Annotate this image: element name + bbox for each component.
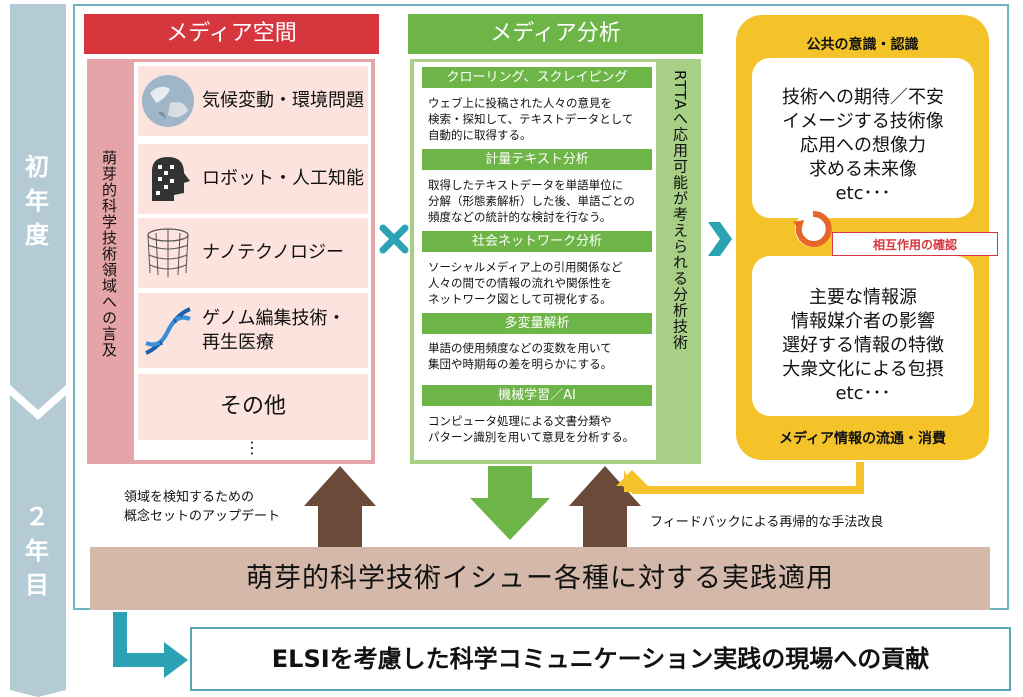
cycle-icon <box>793 210 832 247</box>
media-items-box <box>752 256 974 416</box>
topic-nano: ナノテクノロジー <box>138 218 368 288</box>
method-multivariate-desc: 単語の使用頻度などの変数を用いて 集団や時期毎の差を明らかにする。 <box>428 341 613 371</box>
topic-label: 気候変動・環境問題 <box>202 90 364 111</box>
nanotube-icon <box>147 228 189 277</box>
media-item: 情報媒介者の影響 <box>791 311 935 332</box>
media-item: 主要な情報源 <box>809 287 917 308</box>
topic-label: ナノテクノロジー <box>202 242 345 263</box>
topic-robot: ロボット・人工知能 <box>138 144 368 214</box>
awareness-item: イメージする技術像 <box>782 111 944 132</box>
topic-other: その他 <box>138 374 368 440</box>
awareness-item: etc･･･ <box>835 183 891 204</box>
awareness-item: 技術への期待／不安 <box>782 87 944 108</box>
method-ml-desc: コンピュータ処理による文書分類や パターン識別を用いて意見を分析する。 <box>428 414 635 444</box>
media-item: etc･･･ <box>835 383 891 404</box>
year-sidebar <box>10 4 66 697</box>
method-text-analysis-title: 計量テキスト分析 <box>422 149 652 170</box>
media-space-header: メディア空間 <box>84 14 379 54</box>
topic-label: ゲノム編集技術・ 再生医療 <box>202 307 346 353</box>
feedback-note: フィードバックによる再帰的な手法改良 <box>650 515 884 530</box>
earth-icon <box>142 75 194 127</box>
year-second-label: ２ 年 目 <box>25 503 49 599</box>
year-first-label: 初 年 度 <box>25 153 49 249</box>
awareness-item: 応用への想像力 <box>800 135 926 156</box>
method-network-title: 社会ネットワーク分析 <box>422 231 652 252</box>
topic-label: その他 <box>219 394 286 419</box>
topic-label: ロボット・人工知能 <box>202 168 364 189</box>
media-analysis-header: メディア分析 <box>408 14 703 54</box>
elsi-contribution-box: ELSIを考慮した科学コミュニケーション実践の現場への貢献 <box>190 627 1011 691</box>
method-network-desc: ソーシャルメディア上の引用関係など 人々の間での情報の流れや関係性を ネットワー… <box>428 260 623 306</box>
cross-icon <box>379 224 409 254</box>
media-space-vertical-label: 萌芽的科学技術領域への言及 <box>100 150 118 358</box>
dna-icon <box>145 306 191 355</box>
media-item: 大衆文化による包摂 <box>782 359 944 380</box>
method-ml-title: 機械学習／AI <box>422 385 652 406</box>
concept-update-note: 領域を検知するための 概念セットのアップデート <box>124 490 281 524</box>
method-crawling-desc: ウェブ上に投稿された人々の意見を 検索・探知して、テキストデータとして 自動的に… <box>428 96 634 142</box>
awareness-item: 求める未来像 <box>809 159 917 180</box>
method-crawling-title: クローリング、スクレイピング <box>422 67 652 88</box>
chevron-right-icon <box>708 222 732 256</box>
public-awareness-title: 公共の意識・認識 <box>806 37 919 53</box>
interaction-check-label: 相互作用の確認 <box>832 232 998 256</box>
topic-ellipsis: ⋮ <box>244 438 260 457</box>
media-item: 選好する情報の特徴 <box>782 335 944 356</box>
method-multivariate-title: 多変量解析 <box>422 313 652 334</box>
media-analysis-vertical-label: RTTAへ応用可能が考えられる分析技術 <box>671 70 689 351</box>
awareness-items-box <box>752 58 974 218</box>
robot-head-icon <box>152 157 190 201</box>
topic-genome: ゲノム編集技術・ 再生医療 <box>138 293 368 368</box>
practice-application-band: 萌芽的科学技術イシュー各種に対する実践適用 <box>90 547 990 610</box>
method-text-analysis-desc: 取得したテキストデータを単語単位に 分解（形態素解析）した後、単語ごとの 頻度な… <box>428 178 635 224</box>
media-consumption-title: メディア情報の流通・消費 <box>778 431 947 447</box>
topic-climate: 気候変動・環境問題 <box>138 66 368 136</box>
